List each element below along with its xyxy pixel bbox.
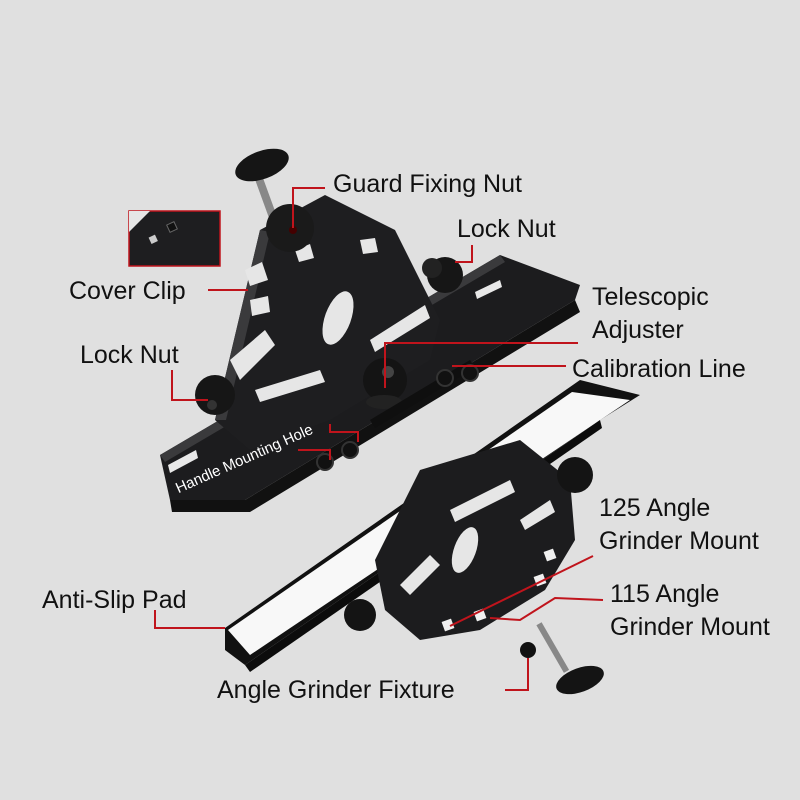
- label-telescopic-adjuster-line2: Adjuster: [592, 316, 684, 344]
- label-anti-slip-pad: Anti-Slip Pad: [42, 586, 187, 614]
- lock-nut-left-icon: [195, 375, 235, 415]
- calibration-track: [316, 360, 479, 471]
- leader-lines: [154, 187, 604, 691]
- leader-handle-hole-2: [298, 449, 331, 460]
- leader-115-mount-a: [489, 596, 604, 622]
- label-lock-nut-top: Lock Nut: [457, 215, 556, 243]
- label-telescopic-adjuster: Telescopic Adjuster: [592, 281, 709, 347]
- guard-fixing-knob-icon: [235, 148, 314, 252]
- label-lock-nut-left: Lock Nut: [80, 341, 179, 369]
- leader-telescopic-adjuster: [384, 342, 578, 388]
- lower-lock-knob-icon: [344, 457, 593, 631]
- label-calibration-line: Calibration Line: [572, 355, 746, 383]
- angle-grinder-fixture-knob-icon: [520, 622, 604, 695]
- label-cover-clip: Cover Clip: [69, 277, 186, 305]
- leader-anti-slip-pad: [154, 610, 225, 629]
- leader-angle-grinder-fixture: [505, 658, 529, 691]
- label-115-line1: 115 Angle: [610, 580, 720, 608]
- leader-lock-nut-left: [171, 370, 208, 401]
- label-telescopic-adjuster-line1: Telescopic: [592, 283, 709, 311]
- lock-nut-top-icon: [422, 257, 463, 293]
- label-125-angle-grinder-mount: 125 Angle Grinder Mount: [599, 492, 759, 558]
- label-115-angle-grinder-mount: 115 Angle Grinder Mount: [610, 578, 770, 644]
- lower-guard-plate: [375, 440, 575, 640]
- leader-125-mount: [449, 555, 594, 627]
- label-115-line2: Grinder Mount: [610, 613, 770, 641]
- leader-lock-nut-top: [455, 245, 473, 263]
- label-125-line1: 125 Angle: [599, 494, 711, 522]
- label-125-line2: Grinder Mount: [599, 527, 759, 555]
- leader-guard-fixing-nut: [292, 187, 325, 228]
- label-guard-fixing-nut: Guard Fixing Nut: [333, 170, 522, 198]
- label-angle-grinder-fixture: Angle Grinder Fixture: [217, 676, 455, 704]
- cover-clip-inset: [128, 210, 221, 267]
- leader-handle-hole-1: [329, 424, 359, 442]
